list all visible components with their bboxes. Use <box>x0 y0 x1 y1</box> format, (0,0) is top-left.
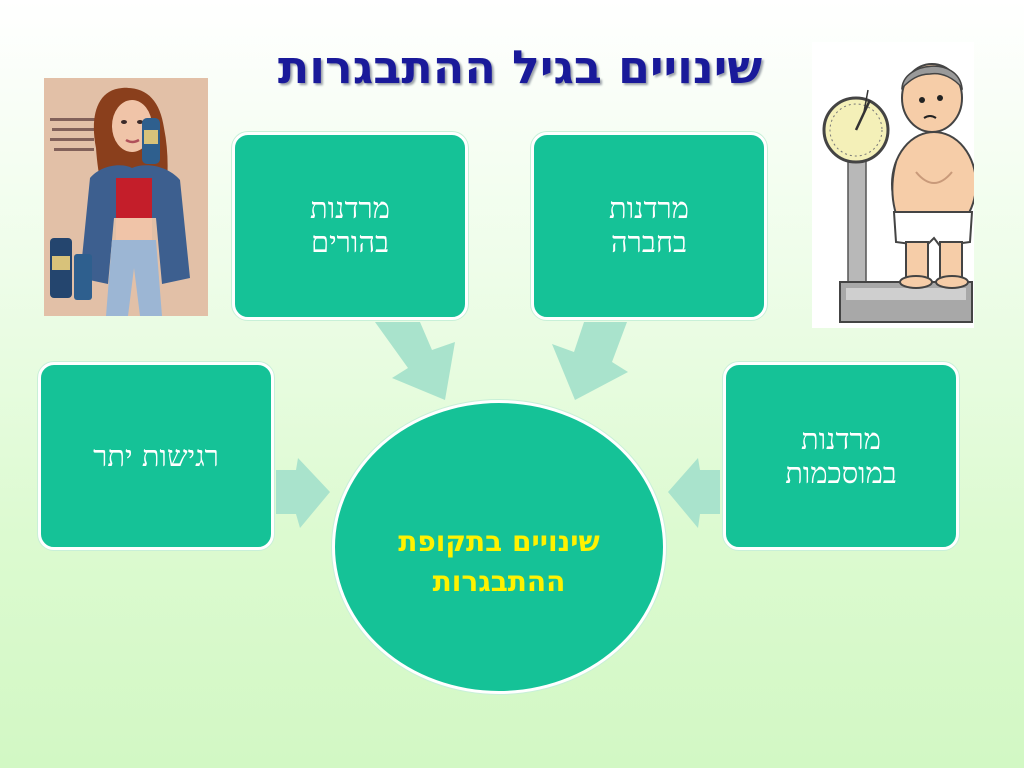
arrow-parents-to-center <box>375 322 455 400</box>
arrow-conventions-to-center <box>668 458 720 528</box>
teen-girl-ad-image <box>44 78 208 316</box>
arrow-society-to-center <box>552 322 628 400</box>
box-society-rebellion: מרדנות בחברה <box>531 132 767 320</box>
boy-on-scale-image <box>812 42 974 328</box>
box-conventions-rebellion: מרדנות במוסכמות <box>723 362 959 550</box>
arrow-sensitivity-to-center <box>276 458 330 528</box>
page-title: שינויים בגיל ההתבגרות <box>277 40 763 94</box>
center-circle: שינויים בתקופת ההתבגרות <box>332 400 666 694</box>
box-oversensitivity: רגישות יתר <box>38 362 274 550</box>
box-parents-rebellion: מרדנות בהורים <box>232 132 468 320</box>
